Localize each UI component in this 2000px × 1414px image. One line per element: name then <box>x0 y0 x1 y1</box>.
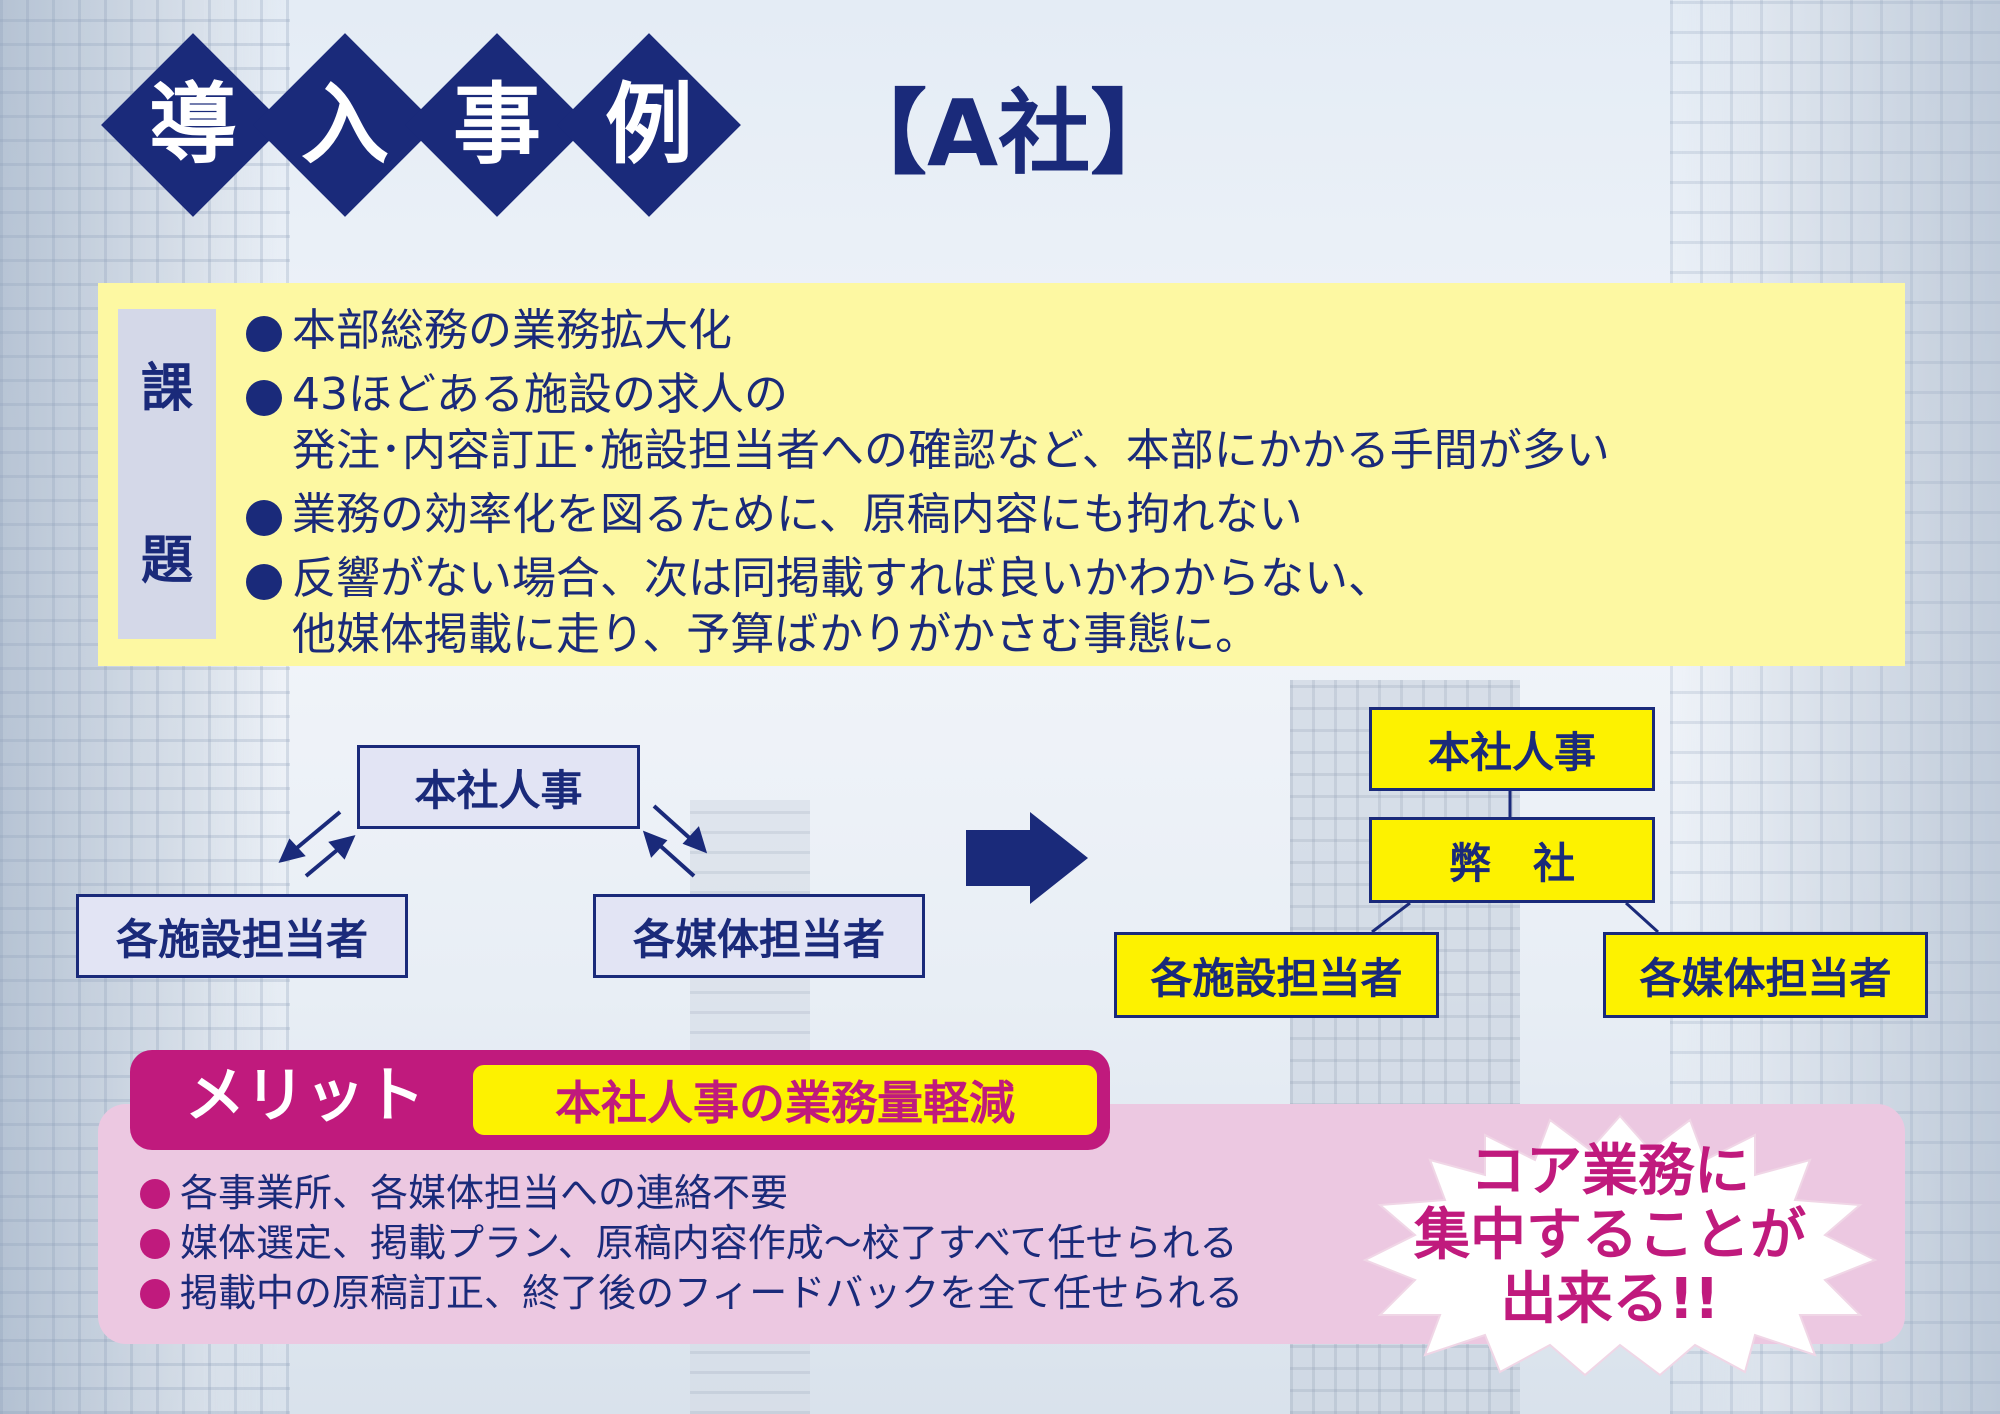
bullet-icon <box>140 1179 170 1209</box>
title-char: 導 <box>148 73 237 176</box>
title-char: 事 <box>452 73 541 176</box>
merit-item: 掲載中の原稿訂正、終了後のフィードバックを全て任せられる <box>140 1268 1243 1318</box>
issues-list: 本部総務の業務拡大化 43ほどある施設の求人の 発注･内容訂正･施設担当者への確… <box>246 303 1610 663</box>
starburst-icon <box>1362 1114 1878 1377</box>
merit-item: 各事業所、各媒体担当への連絡不要 <box>140 1168 1243 1218</box>
org-tree-lines <box>1371 791 1660 934</box>
bullet-icon <box>246 500 282 536</box>
issue-item: 反響がない場合、次は同掲載すれば良いかわからない、 他媒体掲載に走り、予算ばかり… <box>246 551 1610 663</box>
issues-panel: 課 題 本部総務の業務拡大化 43ほどある施設の求人の 発注･内容訂正･施設担当… <box>98 283 1905 666</box>
after-facility-box: 各施設担当者 <box>1114 932 1439 1018</box>
after-media-box: 各媒体担当者 <box>1603 932 1928 1018</box>
before-facility-box: 各施設担当者 <box>76 894 408 978</box>
after-hq-box: 本社人事 <box>1369 707 1655 791</box>
two-way-arrow-icon <box>278 810 356 878</box>
bullet-icon <box>246 380 282 416</box>
bullet-icon <box>246 316 282 352</box>
two-way-arrow-icon <box>642 804 708 878</box>
issues-label-top: 課 <box>140 359 193 419</box>
merit-item: 媒体選定、掲載プラン、原稿内容作成～校了すべて任せられる <box>140 1218 1243 1268</box>
transition-arrow-icon <box>966 812 1088 904</box>
title-company: 【A社】 <box>835 80 1183 187</box>
after-us-box: 弊 社 <box>1369 817 1655 903</box>
issue-item: 業務の効率化を図るために、原稿内容にも拘れない <box>246 487 1610 543</box>
bullet-icon <box>140 1279 170 1309</box>
issue-item: 本部総務の業務拡大化 <box>246 303 1610 359</box>
title-char: 例 <box>604 73 693 176</box>
title-char: 入 <box>300 73 389 176</box>
merit-list: 各事業所、各媒体担当への連絡不要 媒体選定、掲載プラン、原稿内容作成～校了すべて… <box>140 1168 1243 1318</box>
before-media-box: 各媒体担当者 <box>593 894 925 978</box>
bullet-icon <box>246 564 282 600</box>
issues-label: 課 題 <box>118 309 216 639</box>
merit-label: メリット <box>185 1061 425 1131</box>
callout-text: コア業務に 集中することが 出来る!! <box>1414 1139 1806 1332</box>
issue-item: 43ほどある施設の求人の 発注･内容訂正･施設担当者への確認など、本部にかかる手… <box>246 367 1610 479</box>
merit-headline: 本社人事の業務量軽減 <box>470 1062 1100 1138</box>
bullet-icon <box>140 1229 170 1259</box>
before-hq-box: 本社人事 <box>357 745 640 829</box>
issues-label-bottom: 題 <box>140 531 193 591</box>
